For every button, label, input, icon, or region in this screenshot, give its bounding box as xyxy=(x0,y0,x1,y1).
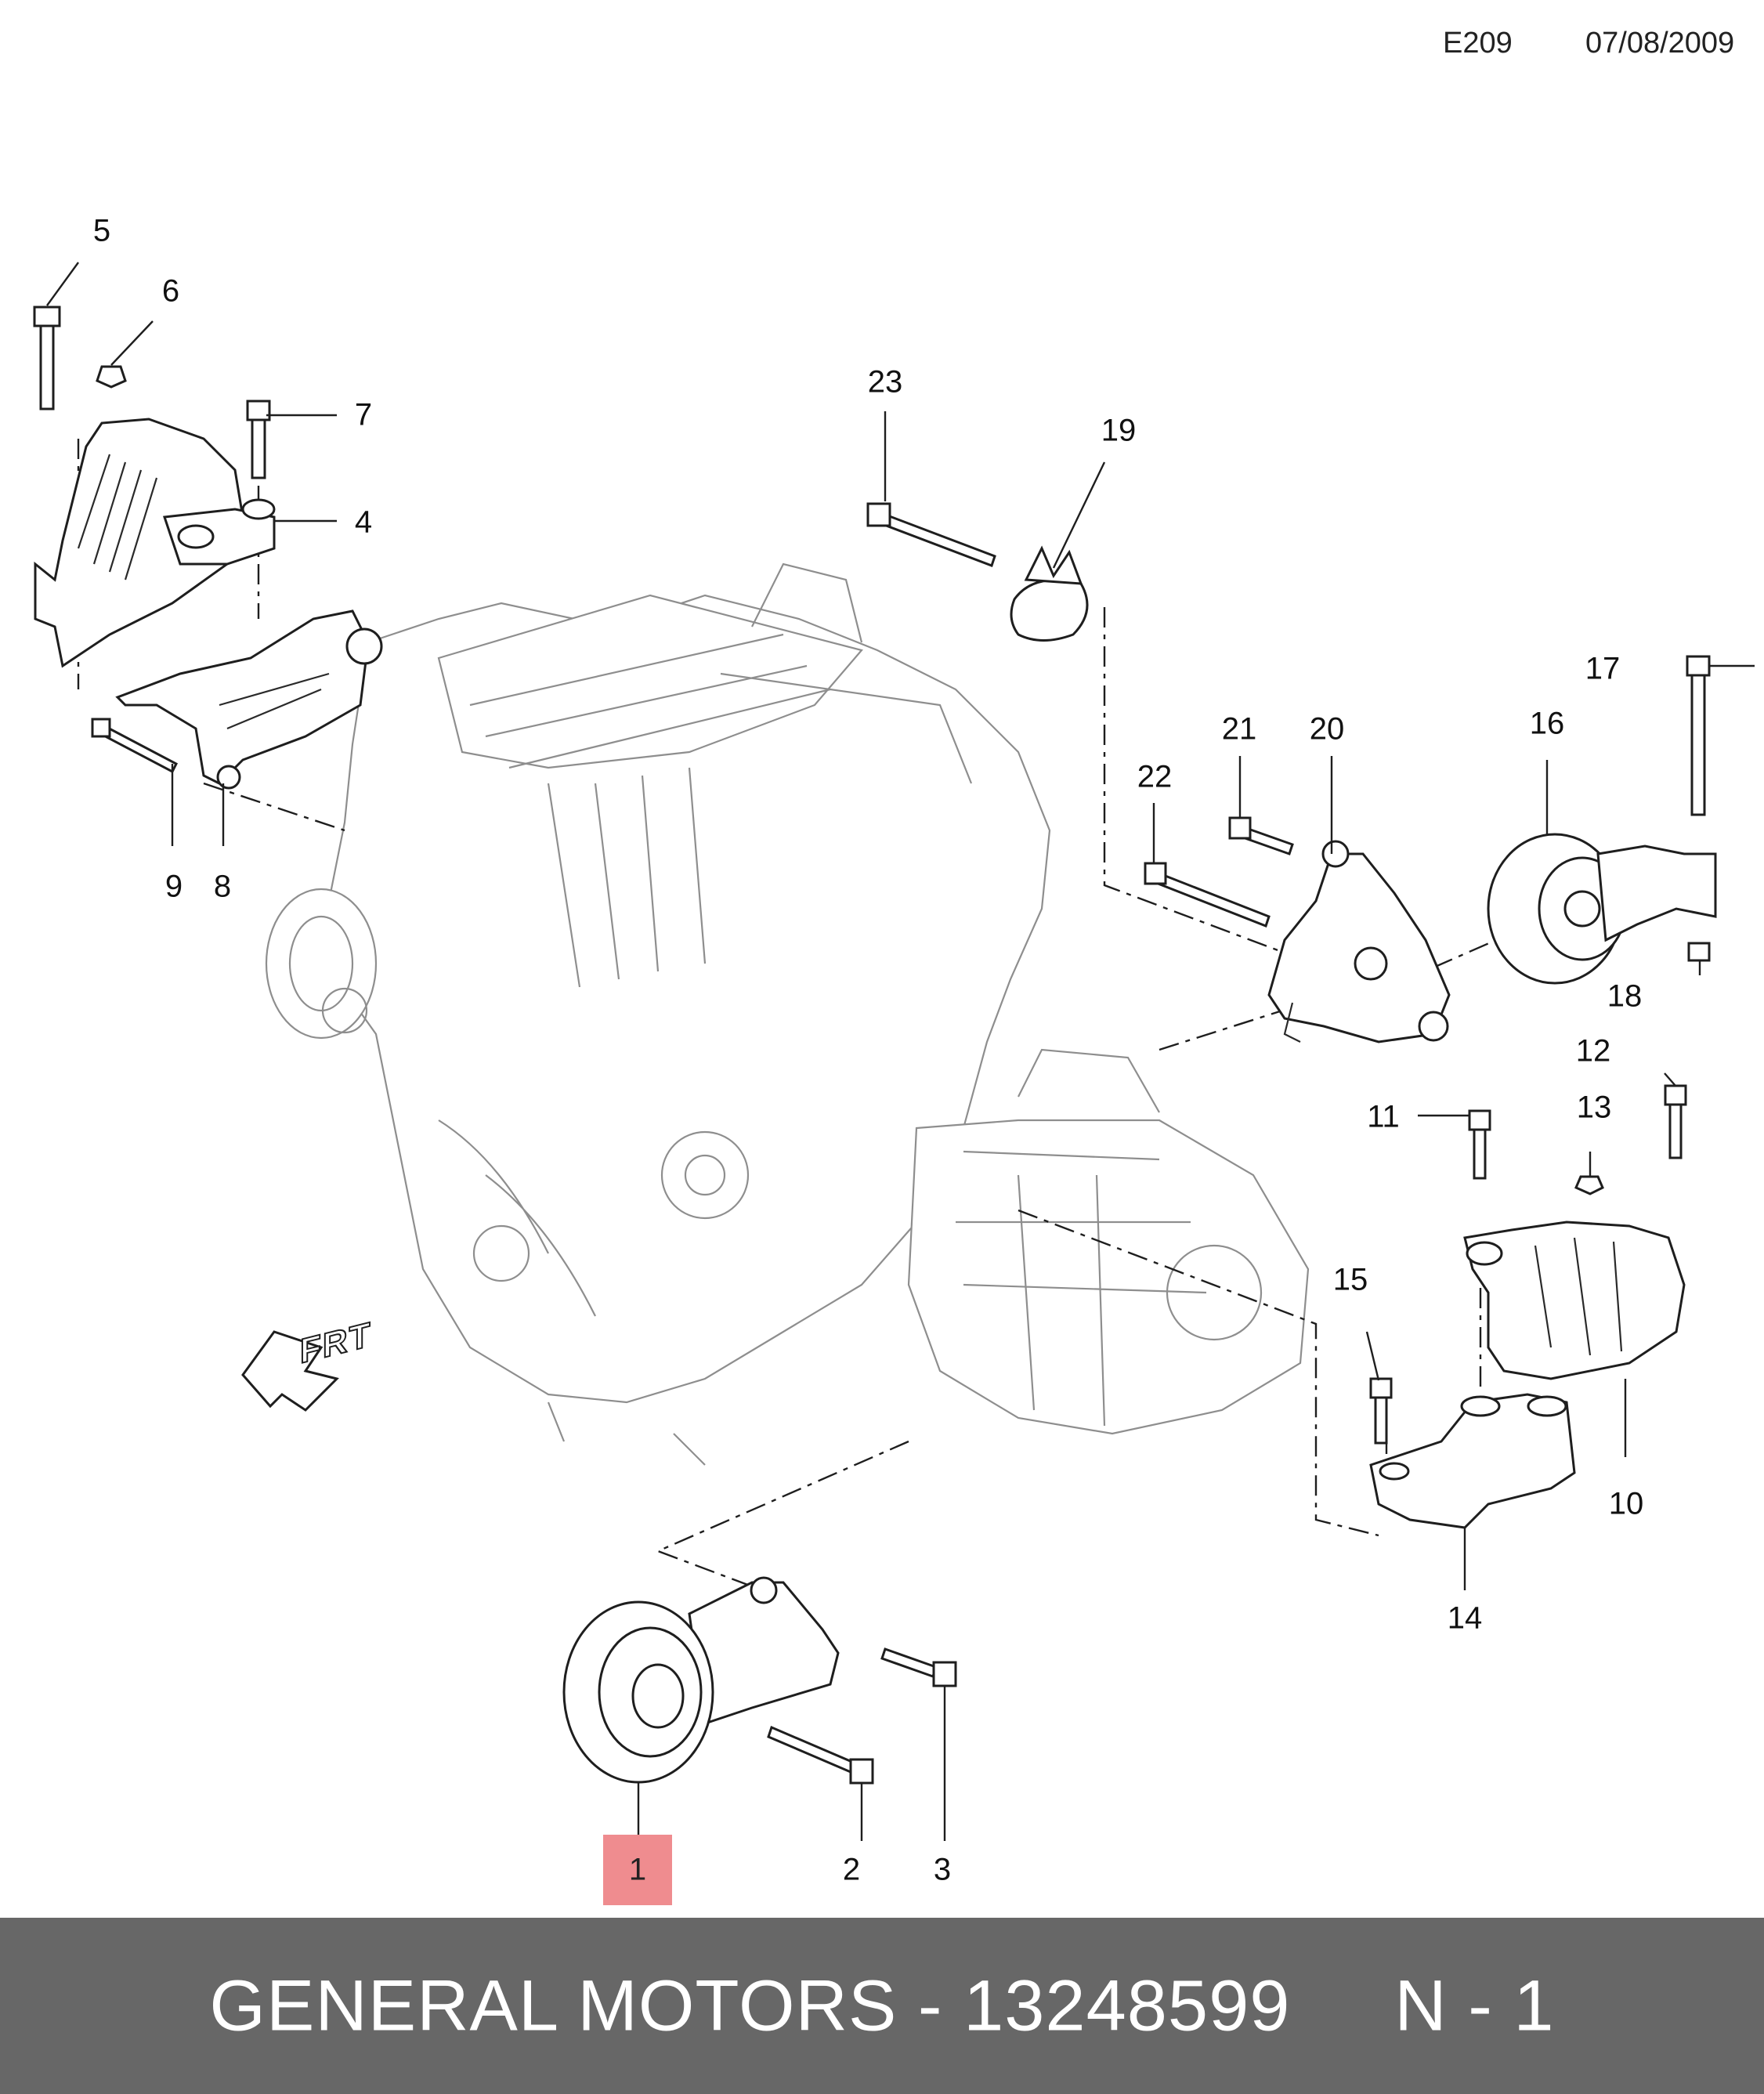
bolt-2 xyxy=(767,1725,874,1785)
part-19-shield xyxy=(1010,545,1089,642)
callout-19: 19 xyxy=(1101,413,1137,448)
callout-21: 21 xyxy=(1221,711,1257,747)
bolt-21 xyxy=(1228,816,1294,855)
part-8-bracket xyxy=(115,609,383,790)
diagram-code: E209 xyxy=(1443,27,1513,60)
nut-18 xyxy=(1687,942,1711,962)
bolt-15 xyxy=(1369,1377,1393,1445)
callout-22: 22 xyxy=(1137,759,1173,794)
callout-5: 5 xyxy=(92,213,111,248)
parts-diagram xyxy=(33,262,1755,1841)
bolt-3 xyxy=(880,1647,957,1687)
diagram-date: 07/08/2009 xyxy=(1585,27,1735,60)
callout-4: 4 xyxy=(354,505,373,540)
front-arrow-icon xyxy=(241,1330,339,1412)
callout-23: 23 xyxy=(867,364,903,400)
part-4-mount xyxy=(34,418,276,668)
callout-18: 18 xyxy=(1607,978,1643,1014)
callout-11: 11 xyxy=(1367,1099,1400,1134)
callout-16: 16 xyxy=(1529,706,1565,741)
part-14-bracket xyxy=(1369,1393,1576,1529)
bolt-5 xyxy=(33,306,61,410)
callout-2: 2 xyxy=(842,1852,861,1887)
bolt-11 xyxy=(1468,1109,1491,1180)
banner-text: GENERAL MOTORS - 13248599 N - 1 xyxy=(209,1966,1555,2045)
highlighted-part-label: 1 xyxy=(628,1852,647,1887)
callout-3: 3 xyxy=(933,1852,952,1887)
callout-15: 15 xyxy=(1332,1262,1368,1297)
part-20-bracket xyxy=(1267,840,1451,1043)
bolt-23 xyxy=(866,502,996,567)
part-1-mount xyxy=(562,1576,840,1784)
callout-13: 13 xyxy=(1576,1090,1612,1125)
callout-12: 12 xyxy=(1575,1033,1611,1069)
bolt-9 xyxy=(91,718,178,774)
callout-6: 6 xyxy=(161,273,180,309)
callout-14: 14 xyxy=(1447,1600,1483,1636)
bolt-12 xyxy=(1664,1084,1687,1159)
nut-6 xyxy=(96,365,127,389)
bolt-22 xyxy=(1144,862,1271,928)
callout-17: 17 xyxy=(1585,651,1621,686)
callout-9: 9 xyxy=(164,869,183,904)
callout-7: 7 xyxy=(354,397,373,432)
part-number-banner: GENERAL MOTORS - 13248599 N - 1 xyxy=(0,1918,1764,2094)
nut-13 xyxy=(1574,1175,1604,1195)
bolt-7 xyxy=(246,400,271,479)
exploded-view-drawing xyxy=(33,262,1755,1841)
callout-8: 8 xyxy=(213,869,232,904)
part-10-mount xyxy=(1463,1221,1686,1380)
callout-10: 10 xyxy=(1608,1486,1644,1521)
bolt-17 xyxy=(1686,655,1711,816)
part-16-mount xyxy=(1487,833,1717,985)
highlighted-part-callout: 1 xyxy=(603,1835,672,1905)
callout-20: 20 xyxy=(1309,711,1345,747)
engine-transmission-assembly xyxy=(265,562,1310,1466)
